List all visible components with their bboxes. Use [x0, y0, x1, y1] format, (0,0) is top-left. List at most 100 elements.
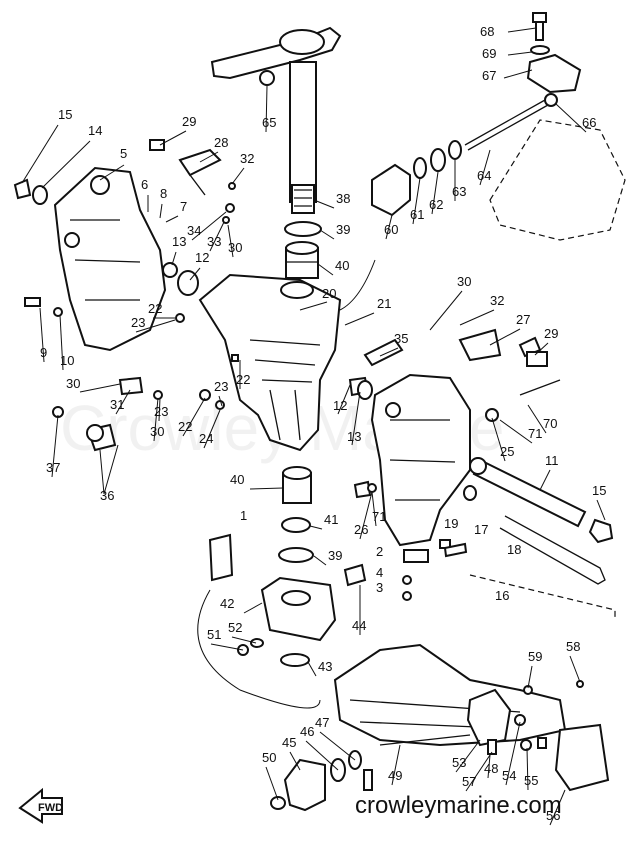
- leader-line: [313, 555, 327, 566]
- leader-line: [265, 766, 279, 801]
- leader-line: [344, 312, 375, 326]
- callout-71: 71: [372, 509, 386, 524]
- callout-9: 9: [40, 345, 47, 360]
- leader-line: [319, 731, 356, 761]
- callout-13: 13: [347, 429, 361, 444]
- leader-line: [191, 211, 227, 241]
- steering-arm: [210, 26, 342, 214]
- callout-48: 48: [484, 761, 498, 776]
- leader-line: [39, 307, 45, 363]
- leader-line: [507, 27, 537, 33]
- callout-45: 45: [282, 735, 296, 750]
- callout-23: 23: [131, 315, 145, 330]
- callout-54: 54: [502, 768, 516, 783]
- leader-line: [491, 417, 506, 462]
- callout-40: 40: [335, 258, 349, 273]
- leader-line: [527, 665, 533, 689]
- callout-22: 22: [236, 372, 250, 387]
- callout-1: 1: [240, 508, 247, 523]
- callout-29: 29: [182, 114, 196, 129]
- callout-23: 23: [214, 379, 228, 394]
- callout-4: 4: [376, 565, 383, 580]
- callout-10: 10: [60, 353, 74, 368]
- leader-line: [243, 602, 263, 614]
- callout-19: 19: [444, 516, 458, 531]
- callout-26: 26: [354, 522, 368, 537]
- leader-line: [299, 301, 328, 311]
- leader-line: [555, 103, 587, 133]
- callout-12: 12: [333, 398, 347, 413]
- callout-30: 30: [457, 274, 471, 289]
- leader-line: [210, 643, 244, 651]
- callout-44: 44: [352, 618, 366, 633]
- callout-11: 11: [545, 453, 559, 468]
- callout-41: 41: [324, 512, 338, 527]
- leader-line: [596, 499, 606, 521]
- callout-30: 30: [228, 240, 242, 255]
- leader-line: [265, 85, 268, 133]
- callout-12: 12: [195, 250, 209, 265]
- leader-line: [317, 263, 334, 276]
- callout-64: 64: [477, 168, 491, 183]
- callout-59: 59: [528, 649, 542, 664]
- leader-line: [371, 491, 377, 527]
- washer-39-upper: [284, 221, 322, 237]
- ring-43: [280, 653, 310, 667]
- leader-line: [305, 740, 339, 771]
- callout-17: 17: [474, 522, 488, 537]
- thru-rod: [499, 515, 606, 585]
- callout-66: 66: [582, 115, 596, 130]
- nut-15-right: [588, 518, 614, 544]
- leader-line: [289, 751, 301, 771]
- callout-23: 23: [154, 404, 168, 419]
- callout-32: 32: [490, 293, 504, 308]
- leader-line: [487, 754, 491, 779]
- callout-50: 50: [262, 750, 276, 765]
- leader-line: [79, 383, 121, 393]
- callout-34: 34: [187, 223, 201, 238]
- callout-3: 3: [376, 580, 383, 595]
- callout-58: 58: [566, 639, 580, 654]
- leader-line: [99, 164, 125, 181]
- leader-line: [319, 229, 335, 240]
- callout-33: 33: [207, 234, 221, 249]
- callout-69: 69: [482, 46, 496, 61]
- callout-8: 8: [160, 186, 167, 201]
- bushing-41: [281, 517, 311, 533]
- callout-65: 65: [262, 115, 276, 130]
- callout-29: 29: [544, 326, 558, 341]
- leader-line: [307, 661, 317, 677]
- leader-line: [479, 149, 491, 186]
- leader-line: [159, 203, 163, 219]
- callout-61: 61: [410, 207, 424, 222]
- callout-6: 6: [141, 177, 148, 192]
- callout-38: 38: [336, 191, 350, 206]
- leader-line: [103, 444, 119, 495]
- washer-39-lower: [278, 547, 314, 563]
- leader-line: [171, 251, 177, 266]
- lower-mount: [270, 750, 362, 812]
- callout-28: 28: [214, 135, 228, 150]
- leader-line: [534, 342, 549, 356]
- leader-line: [231, 636, 257, 644]
- rear-bracket: [466, 688, 610, 792]
- callout-35: 35: [394, 331, 408, 346]
- bracket-67: [526, 12, 582, 94]
- callout-5: 5: [120, 146, 127, 161]
- callout-56: 56: [546, 808, 560, 823]
- swivel-bracket: [198, 273, 342, 452]
- callout-51: 51: [207, 627, 221, 642]
- leader-line: [153, 397, 159, 442]
- leader-line: [249, 487, 284, 490]
- leader-line: [549, 789, 566, 826]
- leader-line: [455, 739, 481, 773]
- leader-line: [526, 747, 529, 791]
- rod-dashed-line: [469, 574, 616, 620]
- fwd-arrow-icon: FWD: [18, 787, 63, 824]
- callout-43: 43: [318, 659, 332, 674]
- leader-line: [351, 391, 361, 446]
- leader-line: [459, 309, 495, 326]
- callout-49: 49: [388, 768, 402, 783]
- callout-55: 55: [524, 773, 538, 788]
